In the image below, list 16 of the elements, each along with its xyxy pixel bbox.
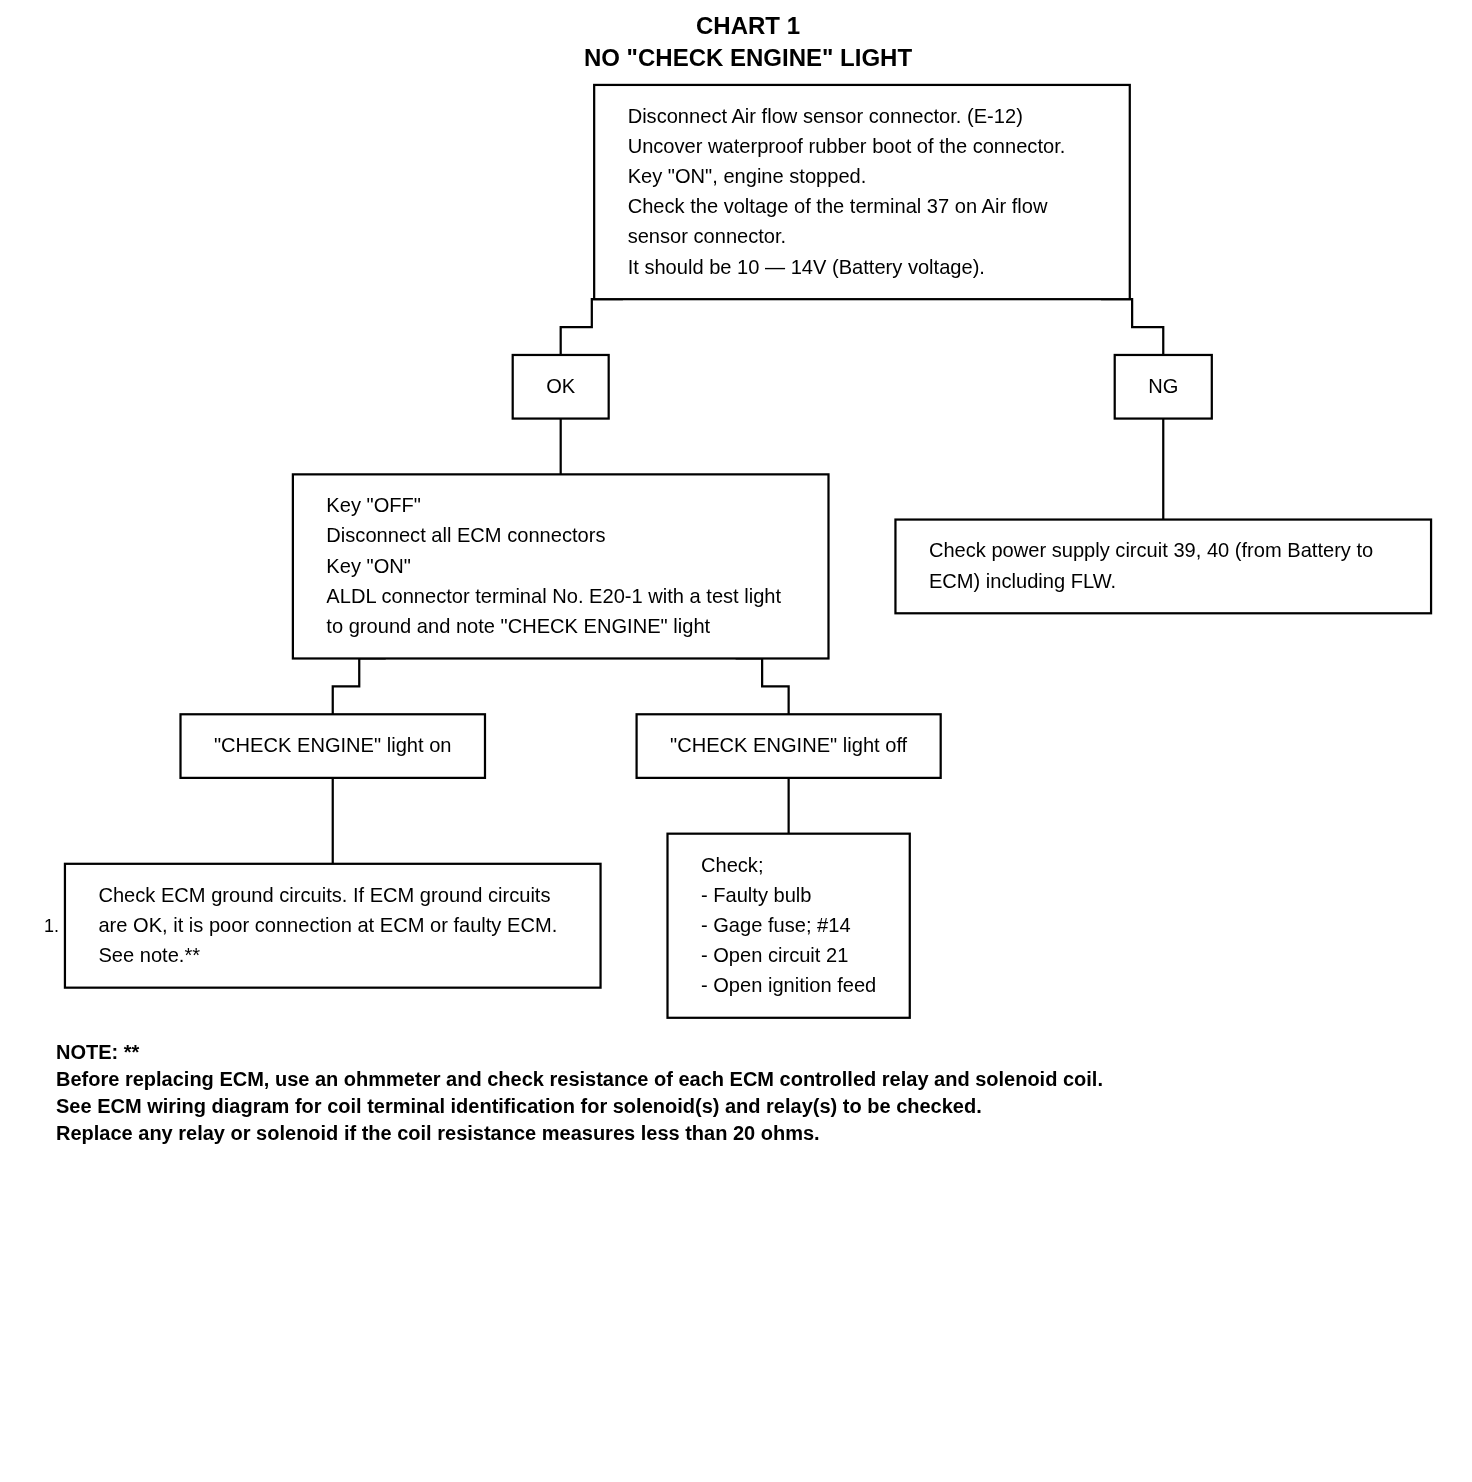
chart-title: CHART 1 [695, 12, 801, 40]
note-heading: NOTE: ** [56, 1040, 141, 1064]
node-box: Check; - Faulty bulb - Gage fuse; #14 - Open circuit 21 - Open ignition feed [666, 832, 911, 1019]
node-box: OK [511, 353, 610, 420]
chart-subtitle: NO "CHECK ENGINE" LIGHT [582, 44, 914, 72]
node-box: Check power supply circuit 39, 40 (from Battery to ECM) including FLW. [894, 518, 1433, 615]
note-text: Replace any relay or solenoid if the coil resistance measures less than 20 ohms. [56, 1121, 821, 1145]
node-box: "CHECK ENGINE" light off [635, 713, 942, 779]
note-text: See ECM wiring diagram for coil terminal identification for solenoid(s) and relay(s) to be checked. [56, 1094, 983, 1118]
node-box: Key "OFF" Disconnect all ECM connectors Key "ON" ALDL connector terminal No. E20-1 with a test light to ground and note "CHECK ENGINE" light [291, 473, 830, 660]
node-box: "CHECK ENGINE" light on [179, 713, 487, 779]
node-box: Disconnect Air flow sensor connector. (E-12) Uncover waterproof rubber boot of the connector. Key "ON", engine stopped. Check the voltage of the terminal 37 on Air flow sensor connector. It should be 10 — 14V (Battery voltage). [593, 83, 1131, 301]
node-box: NG [1113, 353, 1213, 420]
note-text: Before replacing ECM, use an ohmmeter and check resistance of each ECM controlled relay and solenoid coil. [56, 1067, 1104, 1091]
callout-number: 1. [43, 915, 59, 937]
node-box: Check ECM ground circuits. If ECM ground circuits are OK, it is poor connection at ECM or faulty ECM. See note.** [63, 862, 602, 989]
